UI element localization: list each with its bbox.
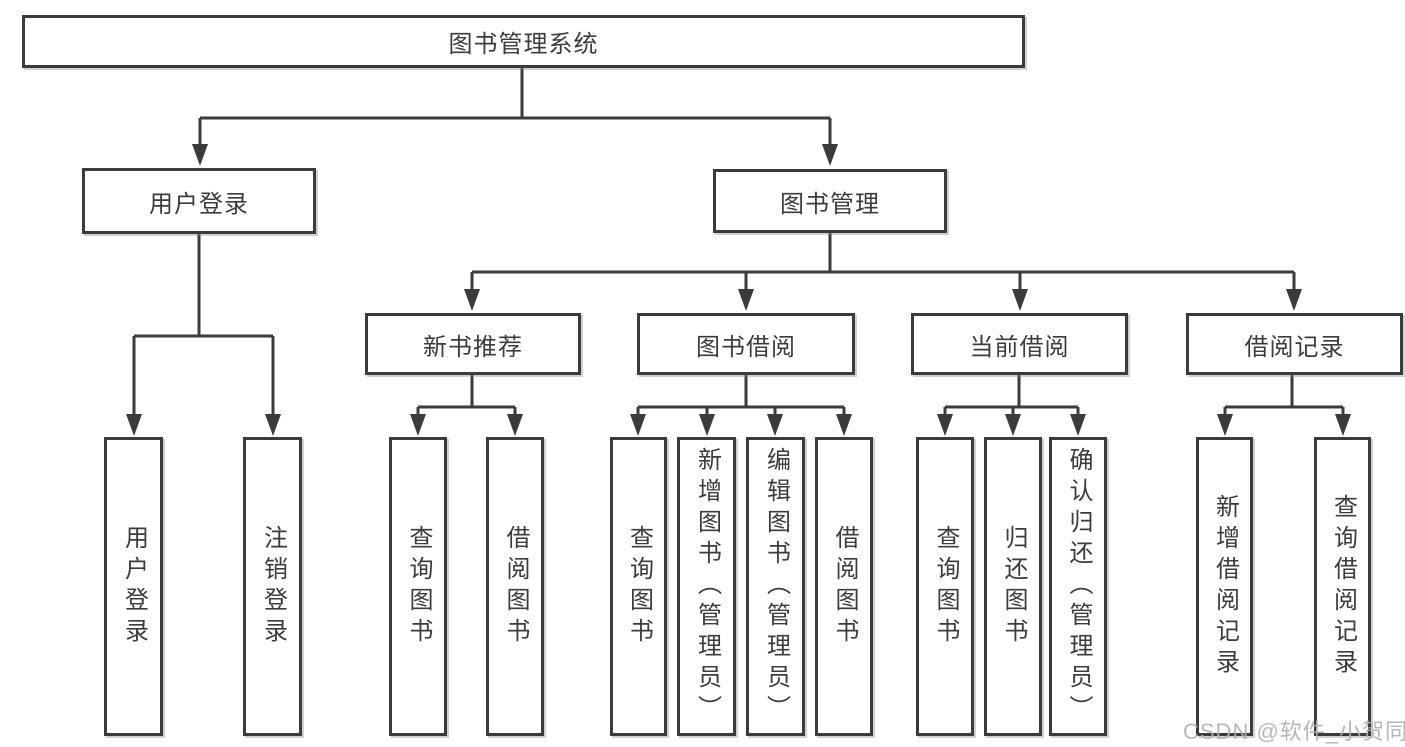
arrowhead-l3-2 xyxy=(738,289,754,311)
leaf-borrow-query-label: 查询图书 xyxy=(625,524,653,649)
leaf-borrow-borrow: 借阅图书 xyxy=(815,437,873,736)
arrowhead-newbook-1 xyxy=(410,414,426,436)
node-user-login-label: 用户登录 xyxy=(149,190,249,218)
leaf-record-query: 查询借阅记录 xyxy=(1314,437,1371,736)
leaf-newbook-query: 查询图书 xyxy=(389,437,447,736)
leaf-record-add: 新增借阅记录 xyxy=(1196,437,1253,736)
arrowhead-current-1 xyxy=(937,414,953,436)
leaf-current-query-label: 查询图书 xyxy=(932,524,959,649)
leaf-current-return: 归还图书 xyxy=(984,437,1042,736)
node-current-borrow: 当前借阅 xyxy=(911,313,1128,375)
leaf-user-login: 用户登录 xyxy=(104,437,163,736)
node-new-book-recommend-label: 新书推荐 xyxy=(423,333,523,361)
leaf-borrow-query: 查询图书 xyxy=(610,437,667,736)
arrowhead-newbook-2 xyxy=(507,414,523,436)
node-book-mgmt: 图书管理 xyxy=(713,169,947,233)
node-root: 图书管理系统 xyxy=(22,15,1025,68)
arrowhead-current-3 xyxy=(1070,414,1086,436)
leaf-logout: 注销登录 xyxy=(243,437,302,736)
node-book-borrow: 图书借阅 xyxy=(637,313,855,375)
arrowhead-borrow-3 xyxy=(767,414,783,436)
arrowhead-l3-1 xyxy=(464,289,480,311)
arrowhead-login-1 xyxy=(126,414,142,436)
arrowhead-login-2 xyxy=(265,414,281,436)
leaf-borrow-edit-admin: 编辑图书（管理员） xyxy=(746,437,805,736)
leaf-borrow-borrow-label: 借阅图书 xyxy=(831,524,858,649)
leaf-borrow-edit-admin-label: 编辑图书（管理员） xyxy=(762,447,790,726)
arrowhead-borrow-2 xyxy=(699,414,715,436)
leaf-borrow-add-admin: 新增图书（管理员） xyxy=(677,437,736,736)
arrowhead-user-login xyxy=(192,144,208,166)
node-book-borrow-label: 图书借阅 xyxy=(696,333,796,361)
csdn-watermark: CSDN @软件_小贺同学 xyxy=(1183,719,1405,744)
leaf-newbook-borrow-label: 借阅图书 xyxy=(502,524,529,649)
leaf-newbook-borrow: 借阅图书 xyxy=(486,437,544,736)
leaf-logout-label: 注销登录 xyxy=(259,524,287,649)
node-user-login: 用户登录 xyxy=(82,168,316,234)
leaf-current-confirm-admin: 确认归还（管理员） xyxy=(1049,437,1107,736)
leaf-newbook-query-label: 查询图书 xyxy=(405,524,432,649)
node-root-label: 图书管理系统 xyxy=(448,31,599,58)
arrowhead-current-2 xyxy=(1005,414,1021,436)
leaf-user-login-label: 用户登录 xyxy=(120,524,148,649)
node-current-borrow-label: 当前借阅 xyxy=(969,333,1070,361)
leaf-current-confirm-admin-label: 确认归还（管理员） xyxy=(1065,447,1092,726)
node-book-mgmt-label: 图书管理 xyxy=(780,190,880,218)
node-borrow-record: 借阅记录 xyxy=(1186,313,1403,375)
leaf-borrow-add-admin-label: 新增图书（管理员） xyxy=(693,447,721,726)
leaf-record-add-label: 新增借阅记录 xyxy=(1211,493,1239,680)
arrowhead-l3-4 xyxy=(1286,289,1302,311)
leaf-current-return-label: 归还图书 xyxy=(1000,524,1027,649)
arrowhead-borrow-1 xyxy=(630,414,646,436)
node-new-book-recommend: 新书推荐 xyxy=(365,313,581,375)
node-borrow-record-label: 借阅记录 xyxy=(1244,333,1345,361)
arrowhead-book-mgmt xyxy=(822,144,838,166)
leaf-current-query: 查询图书 xyxy=(916,437,974,736)
arrowhead-borrow-4 xyxy=(836,414,852,436)
arrowhead-record-1 xyxy=(1217,414,1233,436)
leaf-record-query-label: 查询借阅记录 xyxy=(1329,493,1357,680)
arrowhead-l3-3 xyxy=(1012,289,1028,311)
arrowhead-record-2 xyxy=(1335,414,1351,436)
